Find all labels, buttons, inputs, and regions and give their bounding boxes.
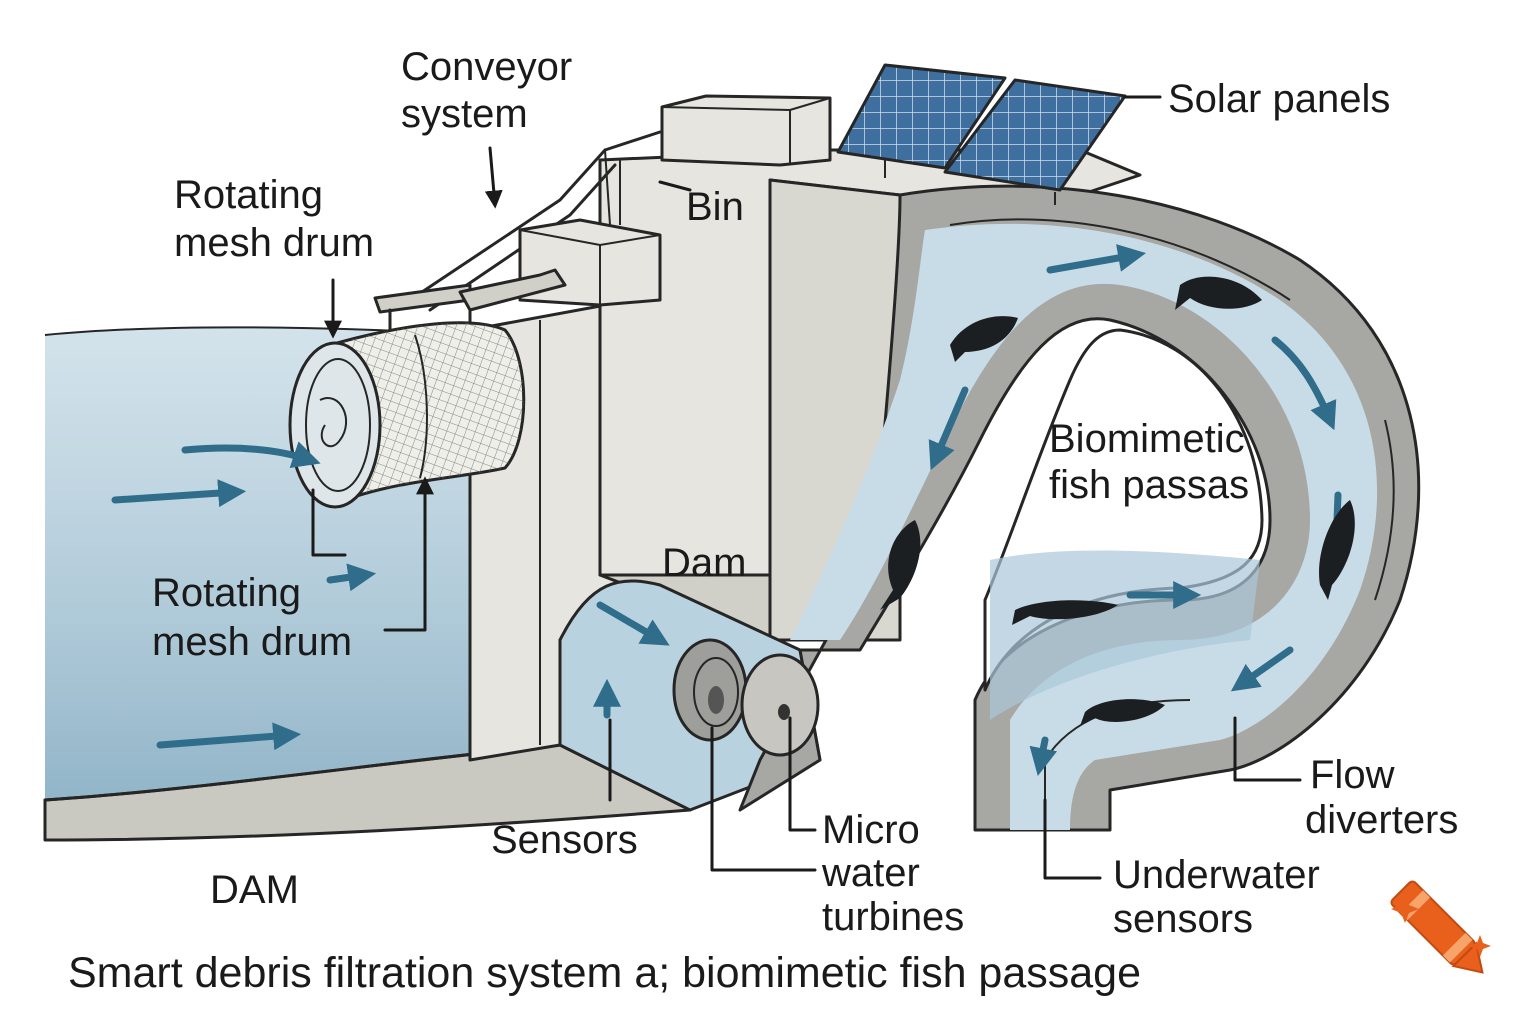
micro-water-turbines <box>672 638 820 757</box>
label-drum-top-line2: mesh drum <box>174 221 374 265</box>
label-biomimetic-line1: Biomimetic <box>1049 417 1245 461</box>
label-biomimetic-line2: fish passas <box>1049 463 1249 507</box>
label-diverters-line2: diverters <box>1305 798 1458 842</box>
flow-arrow-icon <box>111 244 1350 776</box>
label-turbines-line2: water <box>821 851 920 895</box>
label-underwater-line1: Underwater <box>1113 853 1320 897</box>
label-drum-bottom-line1: Rotating <box>152 571 301 615</box>
page-title: Smart debris filtration system a; biomim… <box>68 949 1141 997</box>
leader-lines <box>311 95 1302 880</box>
label-dam-lower: DAM <box>210 868 299 912</box>
label-dam-upper: Dam <box>662 541 746 585</box>
label-conveyor-line2: system <box>401 92 528 136</box>
solar-panel-icon <box>836 63 1127 205</box>
crayon-sparkle-icon <box>1390 880 1491 974</box>
label-bin: Bin <box>686 185 744 229</box>
label-conveyor-line1: Conveyor <box>401 45 572 89</box>
label-solar-panels: Solar panels <box>1168 77 1390 121</box>
label-drum-top-line1: Rotating <box>174 173 323 217</box>
conveyor-system <box>373 130 662 332</box>
labels: Conveyor system Solar panels Bin Rotatin… <box>68 45 1458 997</box>
dam-base-slab <box>43 743 692 842</box>
label-turbines-line3: turbines <box>822 895 964 939</box>
label-diverters-line1: Flow <box>1310 753 1395 797</box>
label-underwater-line2: sensors <box>1113 897 1253 941</box>
fish-icon <box>880 276 1355 726</box>
label-drum-bottom-line2: mesh drum <box>152 620 352 664</box>
label-turbines-line1: Micro <box>822 808 920 852</box>
label-sensors: Sensors <box>491 818 638 862</box>
bin-box <box>660 94 832 167</box>
